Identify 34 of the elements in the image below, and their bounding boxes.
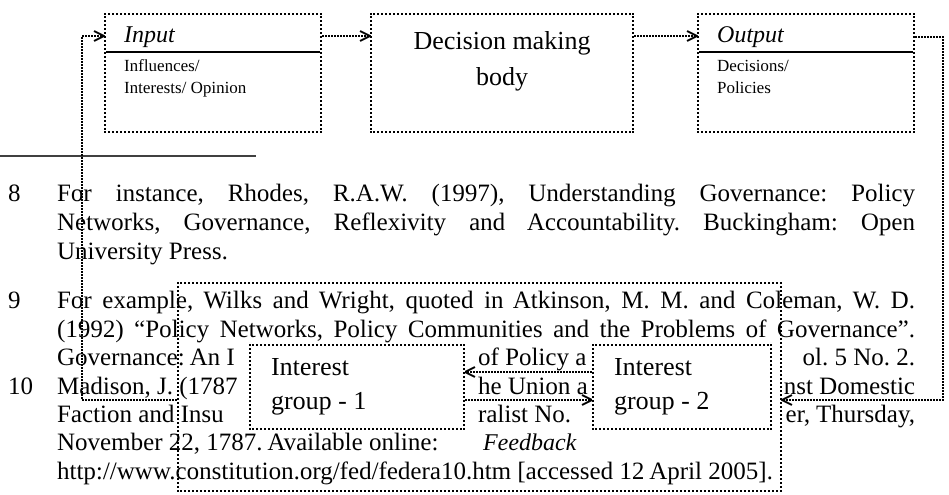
footnote-text: (1992) “Policy Networks, Policy Communities and the Problems of Governance”. <box>57 315 915 344</box>
footnote-text: Madison, J. (1787 <box>57 372 238 401</box>
process-box: Decision making body <box>370 13 634 133</box>
arrow <box>465 394 593 406</box>
box-heading: Input <box>106 15 320 53</box>
box-heading: Output <box>699 15 913 53</box>
footnote-number: 9 <box>8 286 20 315</box>
group-title: Feedback <box>483 430 576 456</box>
arrow <box>464 366 592 378</box>
footnote-text: of Policy a <box>478 343 586 372</box>
footnote-text: Faction and Insu <box>57 400 224 429</box>
footnote-text: er, Thursday, <box>785 400 915 429</box>
footnote-text: University Press. <box>57 237 228 266</box>
arrow <box>634 30 698 42</box>
interest-group-box: Interest group - 2 <box>592 344 772 430</box>
footnote-text: ol. 5 No. 2. <box>802 343 915 372</box>
footnote-text: ralist No. <box>478 400 572 429</box>
footnote-text: For instance, Rhodes, R.A.W. (1997), Understanding Governance: Policy <box>57 179 915 208</box>
arrow <box>81 30 177 401</box>
footnote-text: For example, Wilks and Wright, quoted in Atkinson, M. M. and Coleman, W. D. <box>57 286 915 315</box>
interest-group-box: Interest group - 1 <box>249 344 465 430</box>
footnote-number: 10 <box>8 372 33 401</box>
footnote-text: Governance: An I <box>57 343 235 372</box>
arrow <box>322 30 371 42</box>
footnote-text: http://www.constitution.org/fed/federa10.htm [accessed 12 April 2005]. <box>57 457 773 486</box>
footnote-number: 8 <box>8 179 20 208</box>
arrow <box>781 36 944 406</box>
process-box <box>697 13 915 133</box>
footnote-text: nst Domestic <box>784 372 915 401</box>
box-text: Influences/ Interests/ Opinion <box>123 55 248 99</box>
box-text: Decisions/ Policies <box>716 55 790 99</box>
process-box <box>104 13 322 133</box>
footnote-text: he Union a <box>478 372 588 401</box>
footnote-text: Networks, Governance, Reflexivity and Accountability. Buckingham: Open <box>57 208 915 237</box>
